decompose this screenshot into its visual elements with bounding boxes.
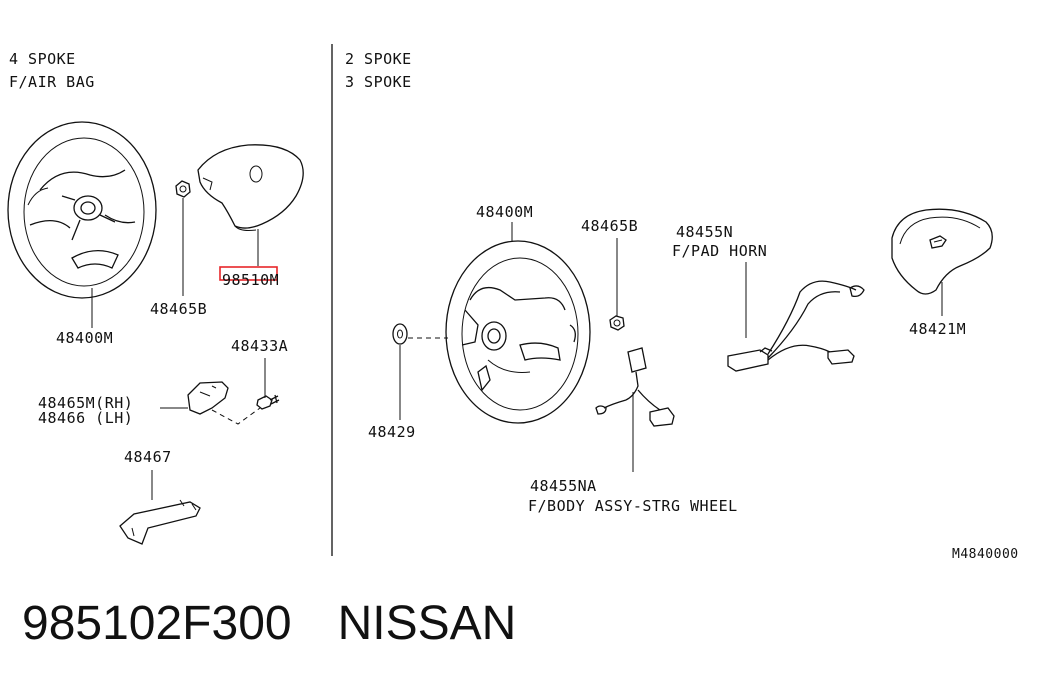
horn-pad[interactable] xyxy=(891,208,993,295)
callout-body-assy-desc: F/BODY ASSY-STRG WHEEL xyxy=(528,497,738,515)
callout-pad-horn-code: 48455N xyxy=(676,223,733,241)
callout-left-nut: 48465B xyxy=(150,300,207,318)
brand-name: NISSAN xyxy=(337,597,517,650)
bolt-icon[interactable] xyxy=(256,394,280,410)
left-section-title-2: F/AIR BAG xyxy=(9,73,95,91)
callout-body-assy-code: 48455NA xyxy=(530,477,597,495)
callout-horn-pad: 48421M xyxy=(909,320,966,338)
callout-left-airbag: 98510M xyxy=(222,271,279,289)
diagram-id: M4840000 xyxy=(952,547,1019,562)
callout-bracket-rh: 48465M(RH) xyxy=(38,394,133,412)
callout-washer: 48429 xyxy=(368,423,416,441)
callout-plate: 48467 xyxy=(124,448,172,466)
callout-pad-horn-desc: F/PAD HORN xyxy=(672,242,767,260)
highlight-box xyxy=(219,266,278,281)
part-footer: 985102F300 NISSAN xyxy=(22,596,516,651)
airbag-module[interactable] xyxy=(197,144,304,231)
body-assy-harness[interactable] xyxy=(595,347,675,427)
callout-bolt: 48433A xyxy=(231,337,288,355)
callout-left-wheel: 48400M xyxy=(56,329,113,347)
callout-right-wheel: 48400M xyxy=(476,203,533,221)
pad-horn-harness[interactable] xyxy=(727,280,865,372)
callout-right-nut: 48465B xyxy=(581,217,638,235)
part-number: 985102F300 xyxy=(22,597,292,650)
washer-icon[interactable] xyxy=(392,323,408,345)
left-steering-wheel[interactable] xyxy=(7,121,157,299)
right-section-title-2: 3 SPOKE xyxy=(345,73,412,91)
left-section-title-1: 4 SPOKE xyxy=(9,50,76,68)
right-steering-wheel[interactable] xyxy=(445,240,591,424)
left-nut-icon[interactable] xyxy=(175,180,191,198)
bracket-icon[interactable] xyxy=(187,381,229,415)
right-nut-icon[interactable] xyxy=(609,315,625,331)
right-section-title-1: 2 SPOKE xyxy=(345,50,412,68)
callout-bracket-lh: 48466 (LH) xyxy=(38,409,133,427)
plate-icon[interactable] xyxy=(119,499,201,545)
